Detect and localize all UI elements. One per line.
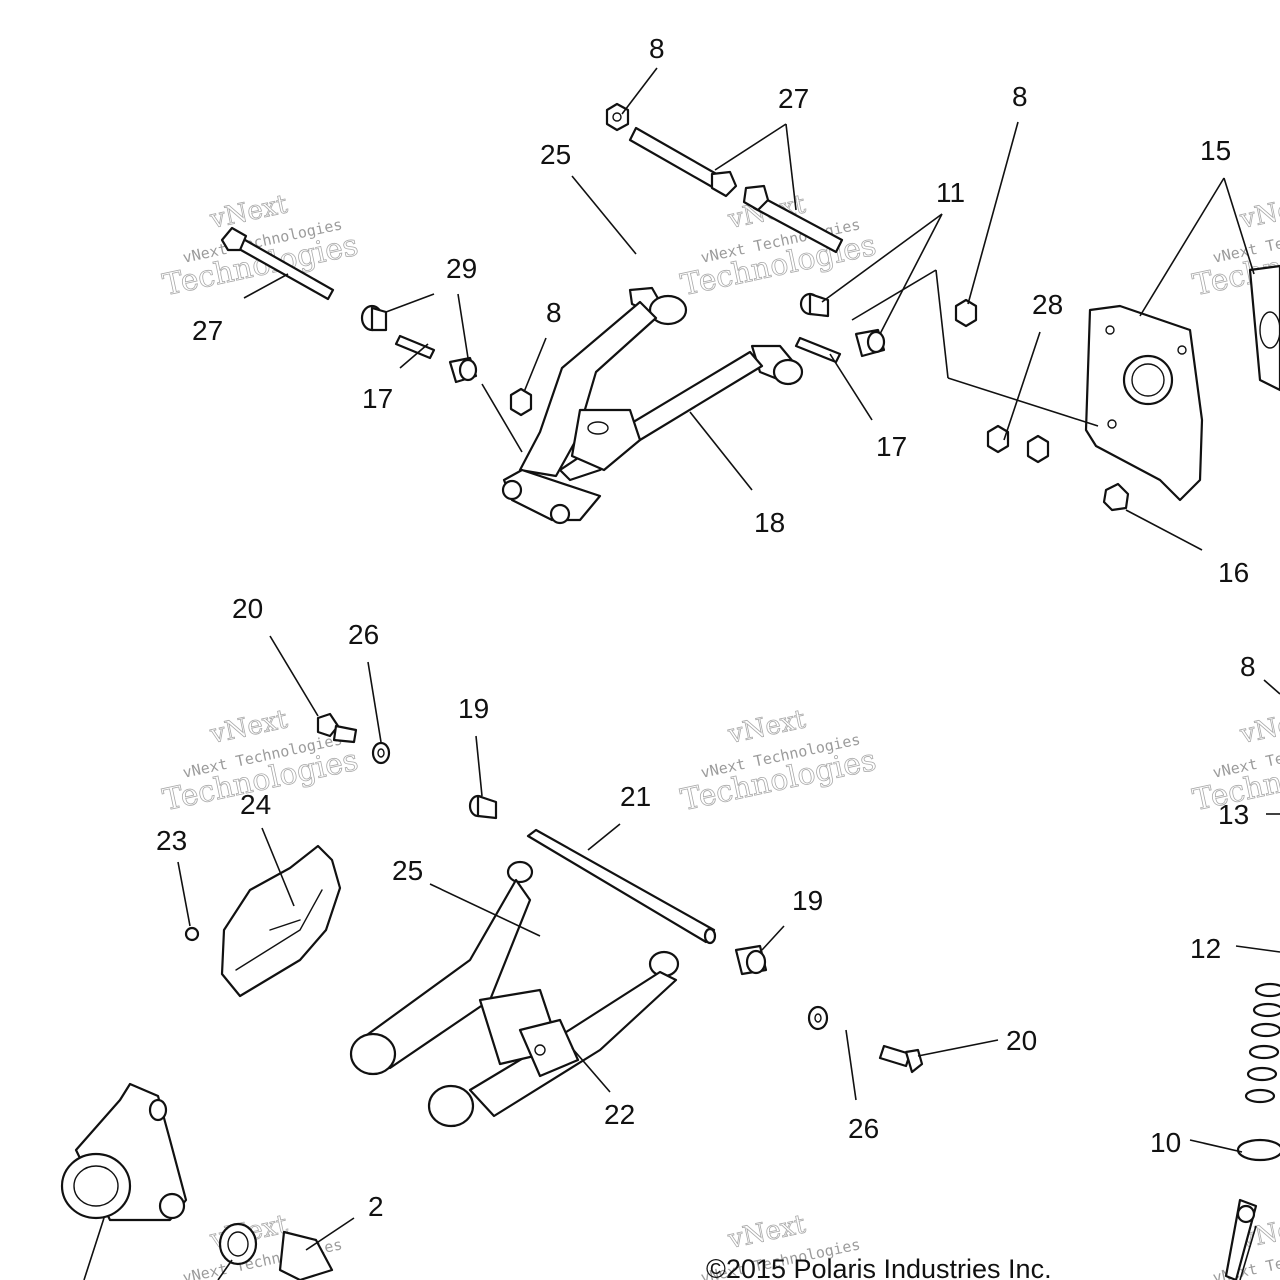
bushing-29-right <box>448 356 478 384</box>
callout-20-left: 20 <box>232 593 263 624</box>
bolt-16 <box>1102 482 1130 512</box>
skid-guard-24 <box>220 844 342 998</box>
callout-24: 24 <box>240 789 271 820</box>
upper-a-arm-18 <box>501 286 804 525</box>
callout-19-top: 19 <box>458 693 489 724</box>
callout-28: 28 <box>1032 289 1063 320</box>
svg-text:vNext: vNext <box>1237 704 1280 750</box>
callout-26-left: 26 <box>348 619 379 650</box>
bolt-20-right <box>878 1044 924 1074</box>
callout-8-mid: 8 <box>546 297 562 328</box>
callout-20-right: 20 <box>1006 1025 1037 1056</box>
screw-23 <box>184 926 200 942</box>
bushing-19-right <box>734 944 768 976</box>
washer-26-left <box>371 741 391 765</box>
nut-28 <box>986 424 1050 464</box>
washer-26-right <box>807 1005 829 1031</box>
callout-25-top: 25 <box>540 139 571 170</box>
bushing-11-b <box>854 328 886 358</box>
bolt-20-left <box>316 712 358 744</box>
bushing-19-left <box>468 794 498 820</box>
bolt-27-left <box>220 226 335 301</box>
bushing-11-a <box>799 292 830 318</box>
leader-lines <box>83 67 1280 1280</box>
tube-21 <box>526 828 717 945</box>
callout-27-top: 27 <box>778 83 809 114</box>
callout-19-right: 19 <box>792 885 823 916</box>
nut-8-mid <box>509 387 533 417</box>
hub-knuckle <box>60 1082 188 1222</box>
callout-8-far-right: 8 <box>1240 651 1256 682</box>
callout-23: 23 <box>156 825 187 856</box>
lower-a-arm-22 <box>349 860 680 1128</box>
callout-13: 13 <box>1218 799 1249 830</box>
watermark-1: vNext vNext Technologies Technologies <box>159 189 361 304</box>
bushing-29-left <box>360 304 388 332</box>
callout-22: 22 <box>604 1099 635 1130</box>
parts <box>60 102 1280 1280</box>
callout-25-lower: 25 <box>392 855 423 886</box>
nut-8-right <box>954 298 978 328</box>
callout-8-top: 8 <box>649 33 665 64</box>
sleeve-17-left <box>394 334 436 360</box>
callout-21: 21 <box>620 781 651 812</box>
callout-2: 2 <box>368 1191 384 1222</box>
callout-17-right: 17 <box>876 431 907 462</box>
callout-27-left: 27 <box>192 315 223 346</box>
bolt-27-top <box>628 126 844 254</box>
carrier-plate-15 <box>1084 264 1280 502</box>
callout-17-left: 17 <box>362 383 393 414</box>
nut-8-top <box>605 102 630 132</box>
svg-text:vNext: vNext <box>1237 189 1280 235</box>
callout-10: 10 <box>1150 1127 1181 1158</box>
callout-18: 18 <box>754 507 785 538</box>
callout-labels: 8 27 25 8 11 15 27 29 17 8 28 17 18 16 2… <box>156 33 1256 1222</box>
callout-29: 29 <box>446 253 477 284</box>
callout-8-right: 8 <box>1012 81 1028 112</box>
shock-spring <box>1224 982 1280 1280</box>
callout-16: 16 <box>1218 557 1249 588</box>
callout-26-right: 26 <box>848 1113 879 1144</box>
callout-12: 12 <box>1190 933 1221 964</box>
callout-15: 15 <box>1200 135 1231 166</box>
watermark-5: vNext vNext Technologies Technologies <box>677 704 879 819</box>
bearing-2 <box>218 1222 334 1280</box>
callout-11: 11 <box>936 177 965 208</box>
copyright-notice: ©2015 Polaris Industries Inc. <box>706 1254 1052 1280</box>
